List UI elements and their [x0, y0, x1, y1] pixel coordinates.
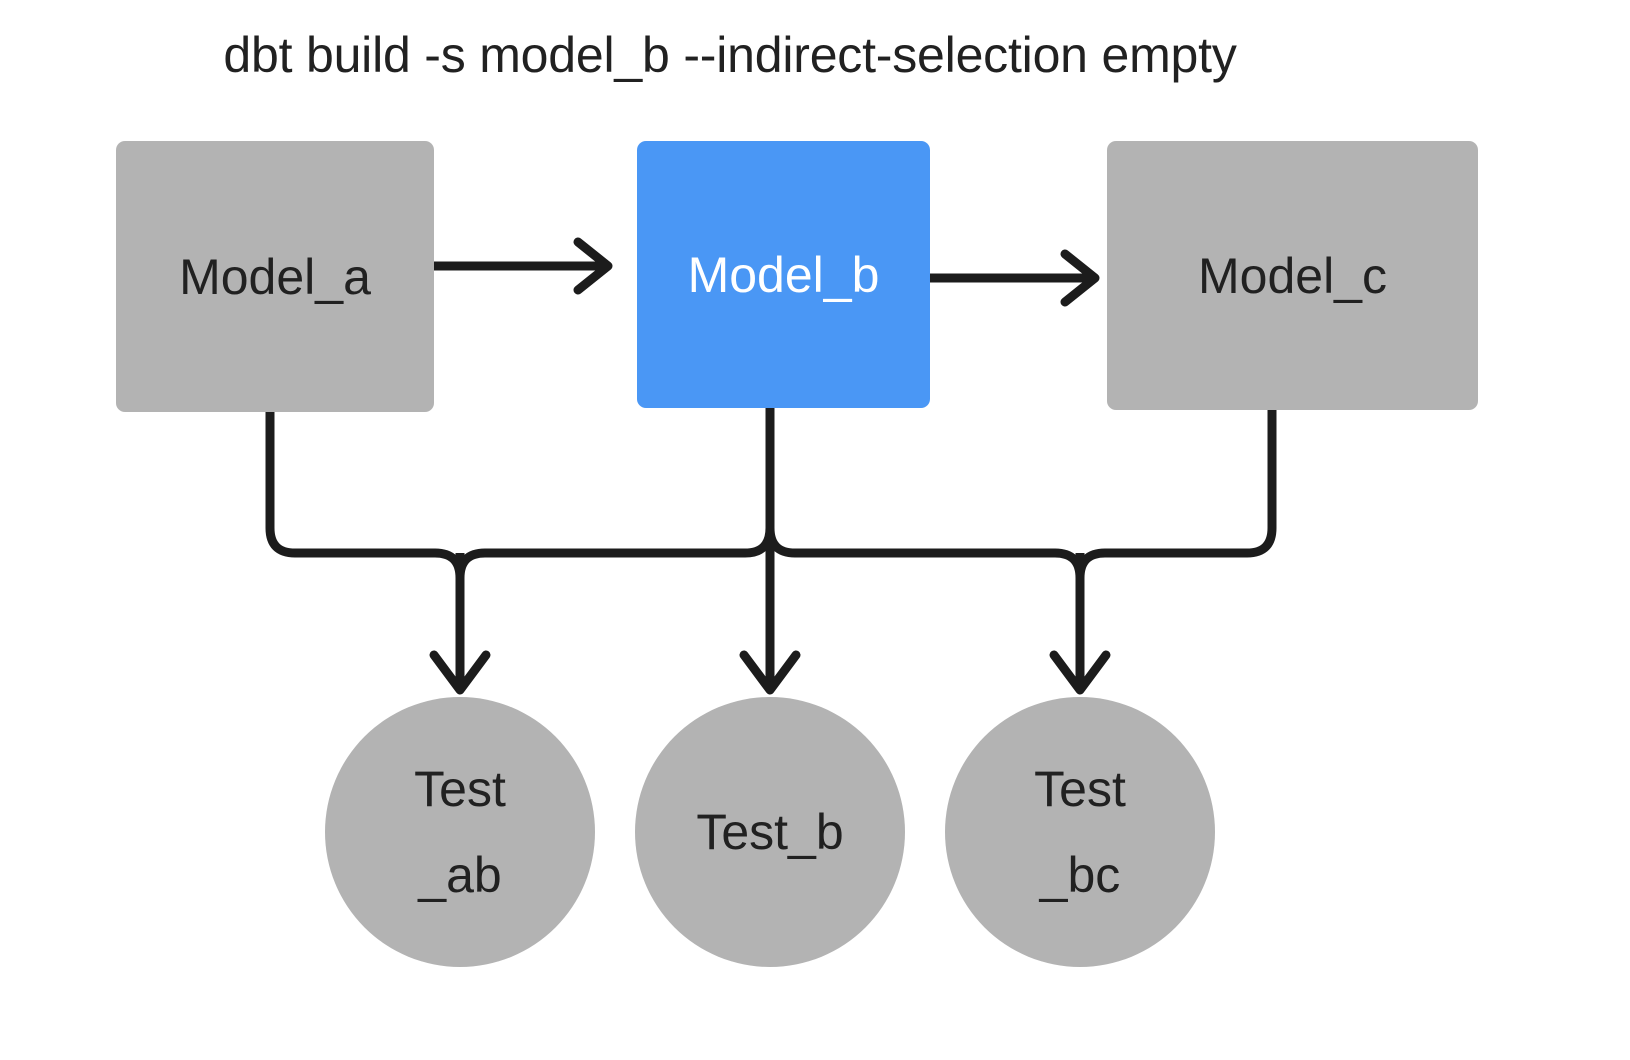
node-model-a-label: Model_a — [179, 248, 371, 305]
node-test-ab-label: Test _ab — [414, 761, 506, 903]
node-model-b[interactable]: Model_b — [637, 141, 930, 408]
edge-model-a-to-model-b — [434, 237, 613, 295]
edge-model-c-to-test-bc — [1075, 405, 1277, 583]
node-model-b-label: Model_b — [687, 246, 880, 303]
node-test-bc[interactable]: Test _bc — [945, 697, 1215, 967]
node-model-c-label: Model_c — [1198, 247, 1387, 304]
arrow-into-test-bc — [1049, 553, 1111, 695]
node-test-ab[interactable]: Test _ab — [325, 697, 595, 967]
edge-model-b-to-model-c — [930, 249, 1100, 307]
node-model-c[interactable]: Model_c — [1107, 141, 1478, 410]
edge-model-b-to-test-ab — [455, 495, 775, 583]
arrow-into-test-ab — [429, 553, 491, 695]
node-test-b-label: Test_b — [696, 804, 844, 860]
node-test-b[interactable]: Test_b — [635, 697, 905, 967]
edge-model-a-to-test-ab — [265, 407, 465, 583]
node-test-bc-label: Test _bc — [1034, 761, 1126, 903]
diagram-title: dbt build -s model_b --indirect-selectio… — [223, 27, 1237, 83]
node-model-a[interactable]: Model_a — [116, 141, 434, 412]
edge-model-b-to-test-bc — [765, 495, 1085, 583]
edge-model-b-to-test-b — [739, 408, 801, 695]
